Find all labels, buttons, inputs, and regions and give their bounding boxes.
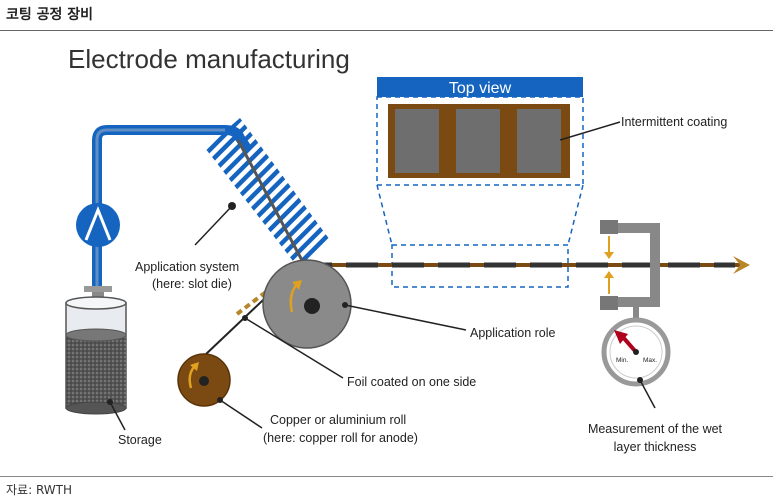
slot-die <box>194 118 330 270</box>
top-divider <box>0 30 773 31</box>
application-system-label: Application system <box>135 260 239 274</box>
application-roller <box>262 259 467 349</box>
foil-path <box>204 256 750 356</box>
copper-roll-label: Copper or aluminium roll <box>270 413 406 427</box>
intermittent-coating-label: Intermittent coating <box>621 115 727 129</box>
application-role-label: Application role <box>470 326 556 340</box>
source-note: 자료: RWTH <box>6 483 73 497</box>
page-header: 코팅 공정 장비 <box>6 7 94 23</box>
foil-coated-label: Foil coated on one side <box>347 375 476 389</box>
copper-roll-sublabel: (here: copper roll for anode) <box>263 431 418 445</box>
storage-tank <box>65 296 127 431</box>
top-view-label: Top view <box>449 80 512 97</box>
diagram-title: Electrode manufacturing <box>68 44 350 74</box>
thickness-gauge: Min. Max. <box>600 220 671 409</box>
gauge-min-label: Min. <box>616 357 628 364</box>
slot-die-label: (here: slot die) <box>152 277 232 291</box>
measurement-label: Measurement of the wet <box>588 422 723 436</box>
copper-roll <box>177 315 344 429</box>
top-view-panel: Top view Intermittent coating <box>376 77 727 288</box>
storage-label: Storage <box>118 433 162 447</box>
measurement-sublabel: layer thickness <box>614 440 697 454</box>
bottom-divider <box>0 476 773 477</box>
gauge-max-label: Max. <box>643 357 657 364</box>
